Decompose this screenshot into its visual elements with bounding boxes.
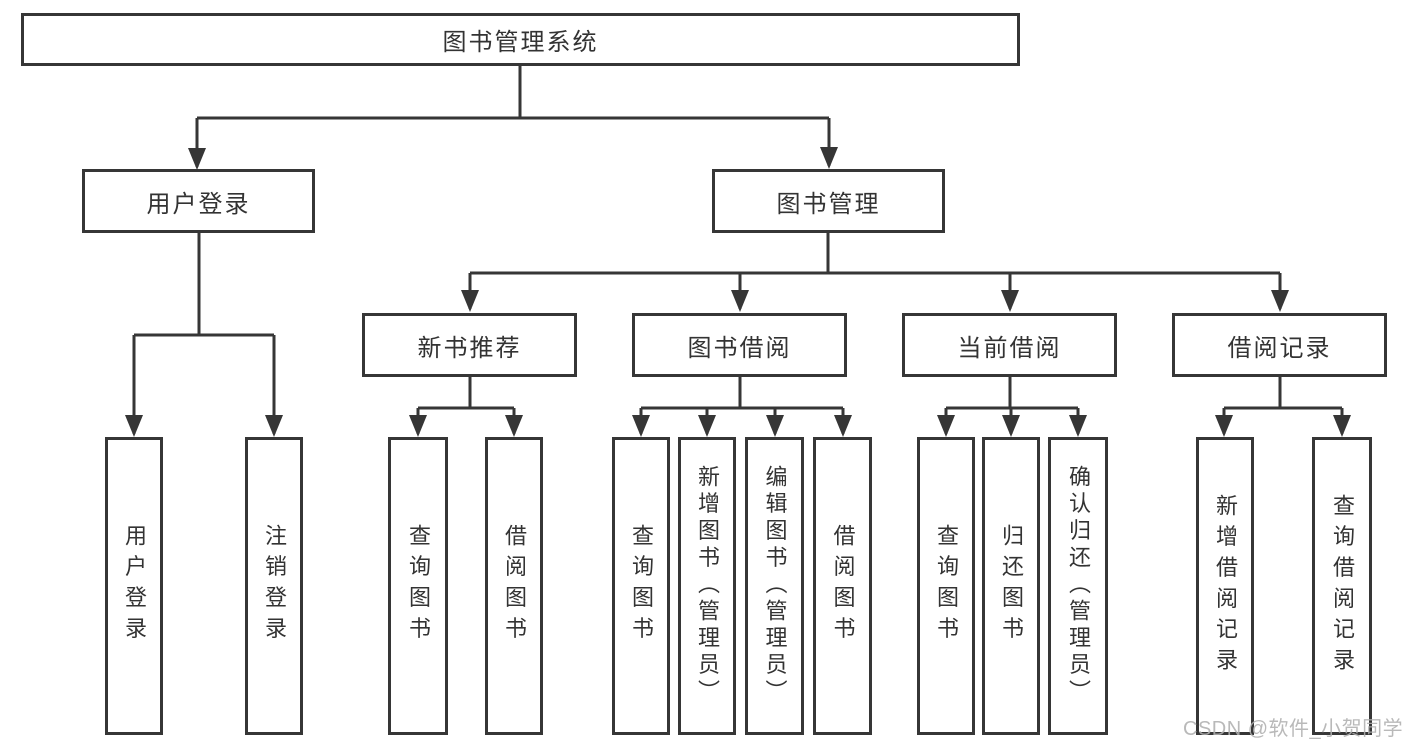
node-leaf-search-book-3: 查询图书	[917, 437, 975, 735]
node-leaf-edit-book: 编辑图书（管理员）	[745, 437, 804, 735]
node-borrow-records: 借阅记录	[1172, 313, 1387, 377]
node-book-borrowing: 图书借阅	[632, 313, 847, 377]
node-leaf-user-login: 用户登录	[105, 437, 163, 735]
node-root: 图书管理系统	[21, 13, 1020, 66]
node-leaf-add-borrow-record: 新增借阅记录	[1196, 437, 1254, 735]
node-new-book-recommend: 新书推荐	[362, 313, 577, 377]
node-leaf-borrow-book-1: 借阅图书	[485, 437, 543, 735]
node-leaf-return-book: 归还图书	[982, 437, 1040, 735]
csdn-watermark: CSDN @软件_小贺同学	[1183, 718, 1404, 740]
node-user-login: 用户登录	[82, 169, 315, 233]
node-leaf-search-book-2: 查询图书	[612, 437, 670, 735]
node-leaf-confirm-return: 确认归还（管理员）	[1048, 437, 1108, 735]
connector-user-login	[132, 233, 276, 434]
connector-root	[195, 66, 831, 167]
node-leaf-borrow-book-2: 借阅图书	[813, 437, 872, 735]
node-leaf-search-borrow-record: 查询借阅记录	[1312, 437, 1372, 735]
arrowheads	[125, 147, 1351, 437]
connector-borrow-records	[1222, 377, 1344, 434]
node-book-management: 图书管理	[712, 169, 945, 233]
node-leaf-add-book: 新增图书（管理员）	[678, 437, 736, 735]
connector-book-management	[468, 233, 1282, 309]
connector-new-book-recommend	[416, 377, 516, 434]
connector-book-borrowing	[639, 377, 845, 434]
node-current-borrowing: 当前借阅	[902, 313, 1117, 377]
node-leaf-search-book-1: 查询图书	[388, 437, 448, 735]
node-leaf-logout: 注销登录	[245, 437, 303, 735]
